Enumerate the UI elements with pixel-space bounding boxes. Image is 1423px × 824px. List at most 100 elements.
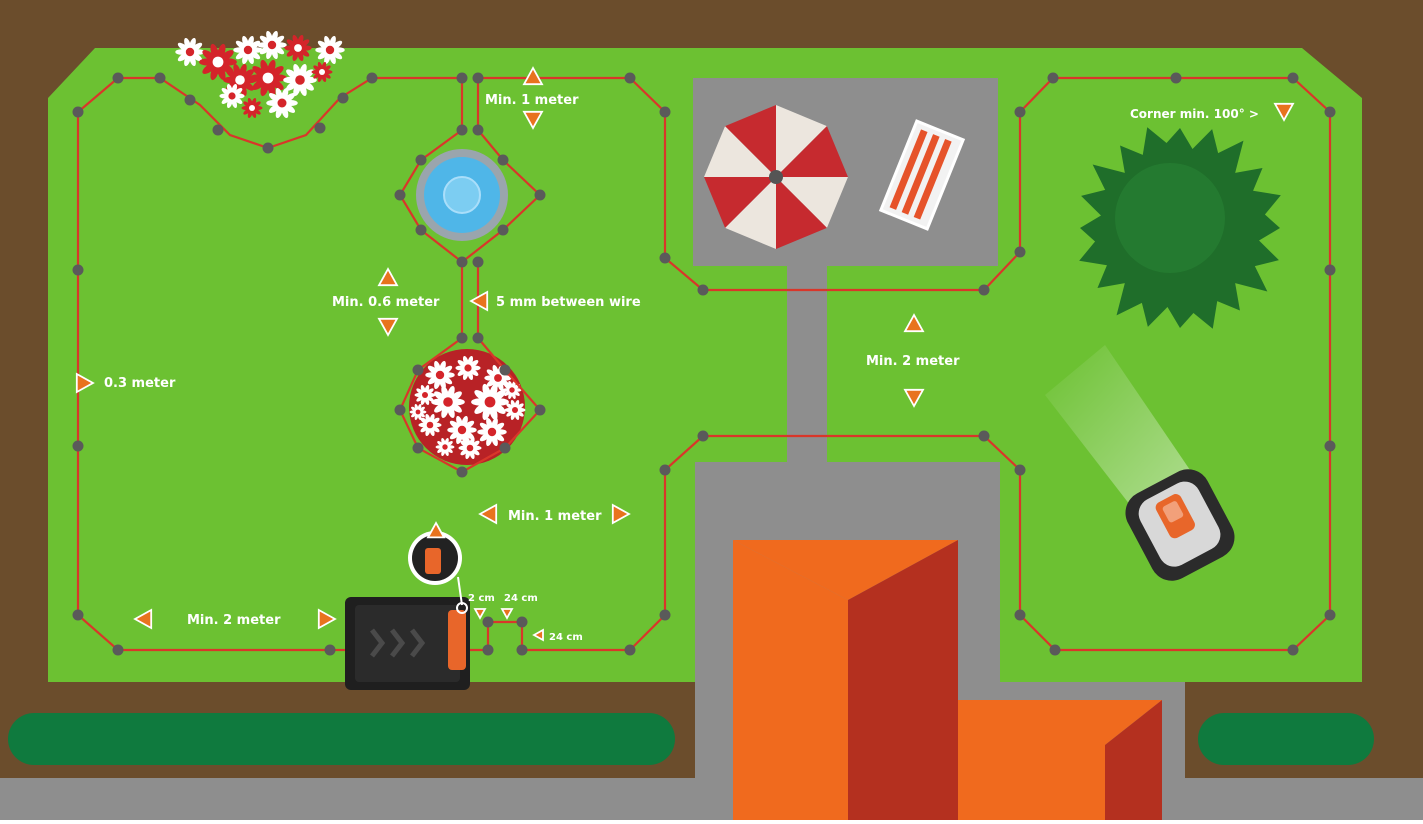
wire-peg <box>516 616 528 628</box>
parasol-panel <box>704 177 776 228</box>
flower <box>199 43 237 81</box>
wire-peg <box>72 264 84 276</box>
wire-peg <box>112 644 124 656</box>
label-24-cm-a: 24 cm <box>504 593 538 604</box>
wire-peg <box>472 332 484 344</box>
flower <box>477 417 507 447</box>
flower <box>249 59 287 97</box>
flower <box>175 37 205 67</box>
wire-segment <box>478 76 1332 652</box>
flower <box>284 34 312 62</box>
wire-peg <box>1324 264 1336 276</box>
wire-peg <box>1047 72 1059 84</box>
wire-peg <box>366 72 378 84</box>
wire-peg <box>534 189 546 201</box>
mower-trail <box>1045 345 1190 505</box>
flower <box>219 83 245 109</box>
parasol <box>704 105 848 249</box>
wire-peg <box>472 124 484 136</box>
arrow-marker <box>903 388 925 408</box>
wire-peg <box>154 72 166 84</box>
arrow-marker <box>426 521 446 539</box>
arrow-marker <box>377 317 399 337</box>
flower <box>435 437 455 457</box>
arrow-marker <box>500 608 514 620</box>
wire-peg <box>499 364 511 376</box>
wire-peg <box>659 464 671 476</box>
garden-path <box>787 266 827 466</box>
wire-peg <box>1324 609 1336 621</box>
deck-chair <box>878 119 966 231</box>
wire-peg <box>112 72 124 84</box>
label-corner-min-100: Corner min. 100° > <box>1130 107 1259 121</box>
wire-peg <box>1049 644 1061 656</box>
arrow-marker <box>377 267 399 287</box>
arrow-marker <box>1273 102 1295 122</box>
wire-peg <box>624 644 636 656</box>
wire-peg <box>482 616 494 628</box>
arrow-marker <box>317 608 337 630</box>
hedge-left <box>8 713 675 765</box>
flower <box>455 355 481 381</box>
arrow-marker <box>75 372 95 394</box>
wire-peg <box>456 332 468 344</box>
zoom-callout <box>408 531 468 614</box>
arrow-marker <box>473 608 487 620</box>
wire-peg <box>1014 246 1026 258</box>
wire-peg <box>324 644 336 656</box>
wire-peg <box>978 284 990 296</box>
wire-peg <box>262 142 274 154</box>
tree-highlight <box>1115 163 1225 273</box>
label-min-2-meter-bottom: Min. 2 meter <box>187 613 281 628</box>
flower <box>283 63 317 97</box>
flower <box>414 384 436 406</box>
wire-peg <box>72 609 84 621</box>
label-0-3-meter: 0.3 meter <box>104 376 176 391</box>
wire-peg <box>516 644 528 656</box>
label-min-1-meter-bottom: Min. 1 meter <box>508 509 602 524</box>
arrow-marker <box>522 66 544 86</box>
flower-bed-center <box>409 349 526 465</box>
wire-peg <box>412 442 424 454</box>
wire-peg <box>1014 609 1026 621</box>
wire-peg <box>697 430 709 442</box>
arrow-marker <box>478 503 498 525</box>
arrow-marker <box>469 290 489 312</box>
tree <box>1079 127 1281 329</box>
flower <box>431 385 465 419</box>
flower <box>257 30 287 60</box>
label-min-2-meter-center: Min. 2 meter <box>866 354 960 369</box>
parasol-panel <box>725 105 776 177</box>
arrow-marker <box>903 313 925 333</box>
wire-peg <box>1324 440 1336 452</box>
wire-peg <box>337 92 349 104</box>
wire-peg <box>482 644 494 656</box>
flower <box>447 415 477 445</box>
flower <box>233 35 263 65</box>
wire-peg <box>184 94 196 106</box>
pond <box>416 149 508 241</box>
arrow-marker <box>133 608 153 630</box>
wire-peg <box>1324 106 1336 118</box>
flower <box>425 360 455 390</box>
lawn-left <box>48 48 1362 682</box>
label-5mm-between-wire: 5 mm between wire <box>496 295 641 310</box>
sidewalk <box>0 778 1423 820</box>
house-roof <box>733 540 1162 820</box>
wire-peg <box>456 72 468 84</box>
wire-peg <box>472 256 484 268</box>
wire-peg <box>1170 72 1182 84</box>
label-min-1-meter-top: Min. 1 meter <box>485 93 579 108</box>
parasol-panel <box>776 177 848 228</box>
label-min-0-6-meter: Min. 0.6 meter <box>332 295 440 310</box>
wire-peg <box>1014 464 1026 476</box>
wire-peg <box>659 252 671 264</box>
label-24-cm-b: 24 cm <box>549 632 583 643</box>
arrow-marker <box>522 110 544 130</box>
wire-pegs <box>72 72 1336 656</box>
wire-peg <box>212 124 224 136</box>
wire-peg <box>456 256 468 268</box>
wire-peg <box>394 189 406 201</box>
